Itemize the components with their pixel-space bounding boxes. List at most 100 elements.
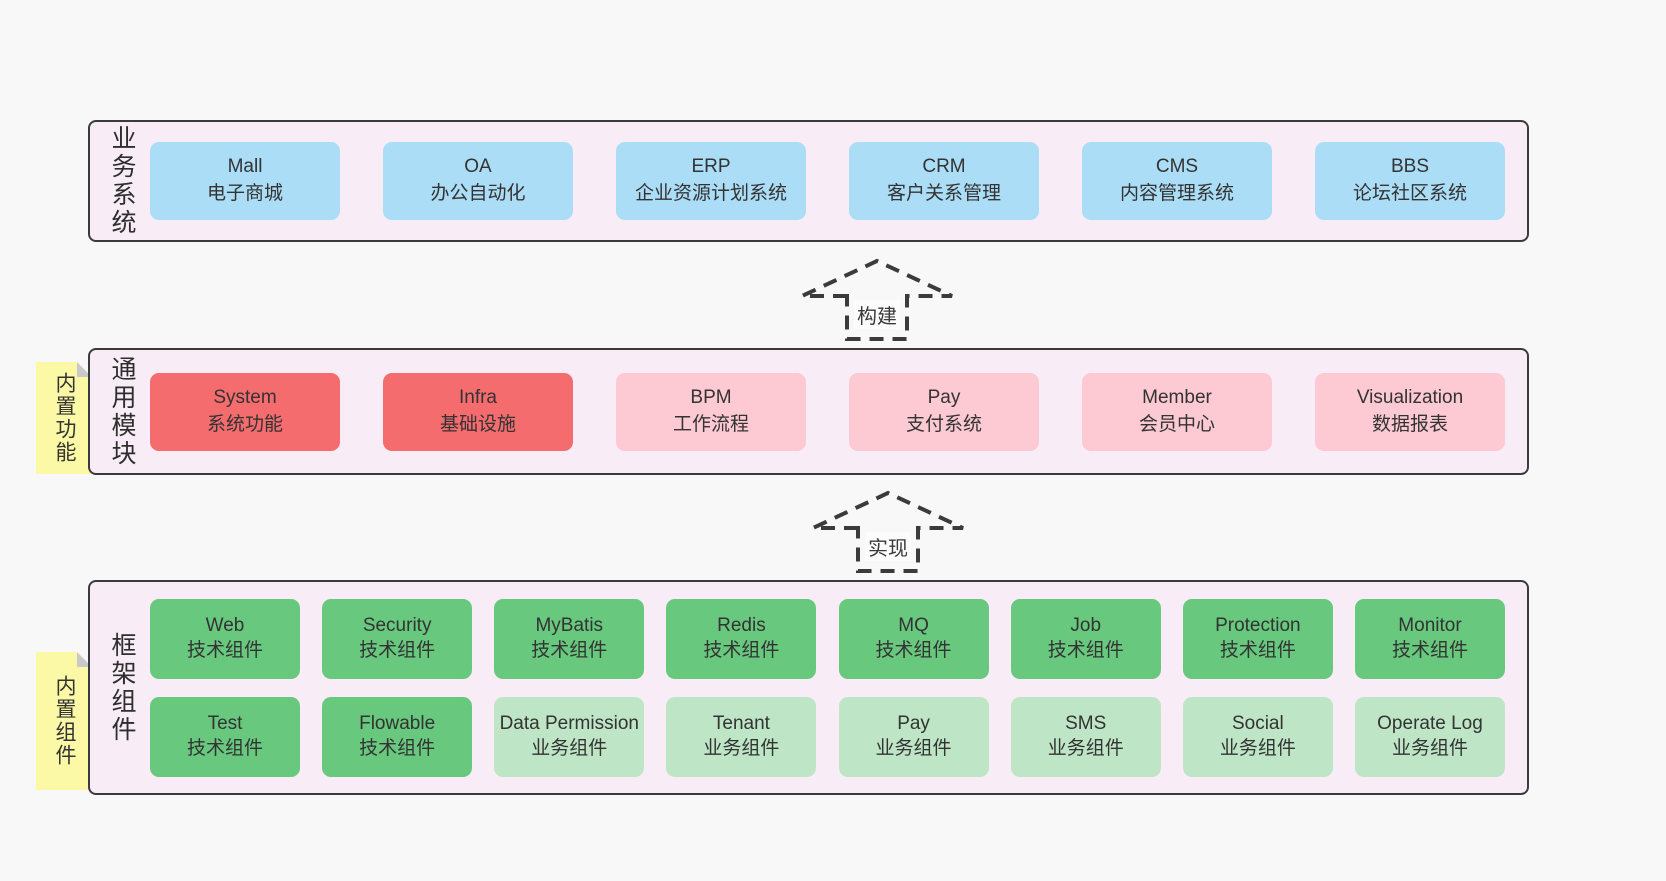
sticky-label: 内置组件 (53, 675, 76, 767)
box-title: Tenant (712, 712, 770, 734)
box-subtitle: 业务组件 (875, 737, 952, 759)
sticky-note-built-in-components: 内置组件 (36, 652, 92, 790)
box-title: MyBatis (535, 614, 604, 636)
box-web: Web 技术组件 (150, 598, 300, 679)
box-title: Operate Log (1377, 712, 1483, 734)
box-title: Flowable (359, 712, 436, 734)
box-title: Web (205, 614, 245, 636)
sticky-note-built-in-features: 内置功能 (36, 362, 92, 474)
box-subtitle: 业务组件 (1219, 737, 1296, 759)
box-title: BBS (1390, 156, 1430, 178)
box-subtitle: 业务组件 (1047, 737, 1124, 759)
arrow-build-label: 构建 (854, 300, 900, 329)
box-title: Test (207, 712, 243, 734)
box-title: OA (464, 156, 492, 178)
band-framework-components: 框架组件 Web 技术组件 Security 技术组件 MyBatis 技术组件… (88, 580, 1529, 795)
band-business-systems: 业务系统 Mall 电子商城 OA 办公自动化 ERP 企业资源计划系统 CRM… (88, 120, 1529, 242)
box-subtitle: 业务组件 (531, 737, 608, 759)
box-title: Data Permission (499, 712, 639, 734)
box-subtitle: 业务组件 (1391, 737, 1468, 759)
box-subtitle: 系统功能 (206, 413, 283, 435)
box-sms: SMS 业务组件 (1010, 696, 1161, 777)
box-subtitle: 论坛社区系统 (1352, 183, 1467, 204)
box-infra: Infra 基础设施 (383, 372, 573, 451)
box-subtitle: 技术组件 (875, 639, 952, 661)
box-subtitle: 内容管理系统 (1119, 183, 1234, 204)
band-common-modules: 通用模块 System 系统功能 Infra 基础设施 BPM 工作流程 Pay… (88, 348, 1529, 475)
box-title: System (213, 386, 277, 408)
box-title: MQ (898, 614, 929, 636)
box-flowable: Flowable 技术组件 (322, 696, 473, 777)
box-title: Pay (927, 386, 961, 408)
box-subtitle: 数据报表 (1371, 413, 1448, 435)
box-title: CRM (922, 156, 966, 178)
box-data-permission: Data Permission 业务组件 (494, 696, 645, 777)
box-mq: MQ 技术组件 (838, 598, 989, 679)
box-subtitle: 业务组件 (703, 737, 780, 759)
up-arrow-icon (801, 258, 953, 341)
box-subtitle: 办公自动化 (430, 183, 526, 204)
box-title: Member (1142, 386, 1212, 408)
box-visualization: Visualization 数据报表 (1315, 372, 1505, 451)
box-title: Infra (458, 386, 498, 408)
box-title: Monitor (1398, 614, 1462, 636)
box-subtitle: 技术组件 (359, 737, 436, 759)
box-pay-component: Pay 业务组件 (838, 696, 989, 777)
box-title: Job (1070, 614, 1102, 636)
box-subtitle: 会员中心 (1138, 413, 1215, 435)
box-subtitle: 技术组件 (703, 639, 780, 661)
band-business-label: 业务系统 (108, 125, 136, 237)
box-title: Pay (897, 712, 930, 734)
box-operate-log: Operate Log 业务组件 (1354, 696, 1505, 777)
box-subtitle: 电子商城 (206, 183, 283, 204)
box-bpm: BPM 工作流程 (616, 372, 806, 451)
box-title: Visualization (1356, 386, 1464, 408)
box-title: Security (362, 614, 432, 636)
box-subtitle: 技术组件 (531, 639, 608, 661)
box-social: Social 业务组件 (1182, 696, 1333, 777)
box-title: BPM (690, 386, 732, 408)
box-subtitle: 技术组件 (1391, 639, 1468, 661)
box-protection: Protection 技术组件 (1182, 598, 1333, 679)
up-arrow-implement: 实现 (803, 488, 973, 574)
box-title: CMS (1155, 156, 1199, 178)
box-title: Mall (227, 156, 263, 178)
box-monitor: Monitor 技术组件 (1354, 598, 1505, 679)
box-redis: Redis 技术组件 (666, 598, 817, 679)
band-modules-label: 通用模块 (108, 355, 136, 468)
band-business-content: Mall 电子商城 OA 办公自动化 ERP 企业资源计划系统 CRM 客户关系… (140, 142, 1527, 220)
box-bbs: BBS 论坛社区系统 (1315, 142, 1505, 220)
box-cms: CMS 内容管理系统 (1082, 142, 1272, 220)
components-row-2: Test 技术组件 Flowable 技术组件 Data Permission … (150, 696, 1505, 777)
box-subtitle: 技术组件 (359, 639, 436, 661)
box-system: System 系统功能 (150, 372, 340, 451)
band-components-label: 框架组件 (108, 631, 136, 744)
box-title: Protection (1215, 614, 1301, 636)
box-subtitle: 技术组件 (1047, 639, 1124, 661)
box-tenant: Tenant 业务组件 (666, 696, 817, 777)
box-title: ERP (691, 156, 731, 178)
up-arrow-build: 构建 (792, 256, 962, 342)
box-title: Social (1231, 712, 1284, 734)
box-subtitle: 工作流程 (672, 413, 749, 435)
box-subtitle: 客户关系管理 (886, 183, 1001, 204)
box-title: Redis (717, 614, 766, 636)
box-job: Job 技术组件 (1010, 598, 1161, 679)
box-subtitle: 技术组件 (186, 639, 263, 661)
box-test: Test 技术组件 (150, 696, 300, 777)
box-subtitle: 企业资源计划系统 (634, 183, 787, 204)
box-oa: OA 办公自动化 (383, 142, 573, 220)
up-arrow-icon (812, 490, 964, 573)
box-security: Security 技术组件 (322, 598, 473, 679)
arrow-implement-label: 实现 (865, 532, 911, 561)
box-pay-module: Pay 支付系统 (849, 372, 1039, 451)
box-subtitle: 支付系统 (905, 413, 982, 435)
box-subtitle: 技术组件 (1219, 639, 1296, 661)
box-crm: CRM 客户关系管理 (849, 142, 1039, 220)
box-subtitle: 基础设施 (439, 413, 516, 435)
band-components-content: Web 技术组件 Security 技术组件 MyBatis 技术组件 Redi… (140, 598, 1527, 777)
box-subtitle: 技术组件 (186, 737, 263, 759)
sticky-label: 内置功能 (53, 372, 76, 464)
box-erp: ERP 企业资源计划系统 (616, 142, 806, 220)
box-mybatis: MyBatis 技术组件 (494, 598, 645, 679)
